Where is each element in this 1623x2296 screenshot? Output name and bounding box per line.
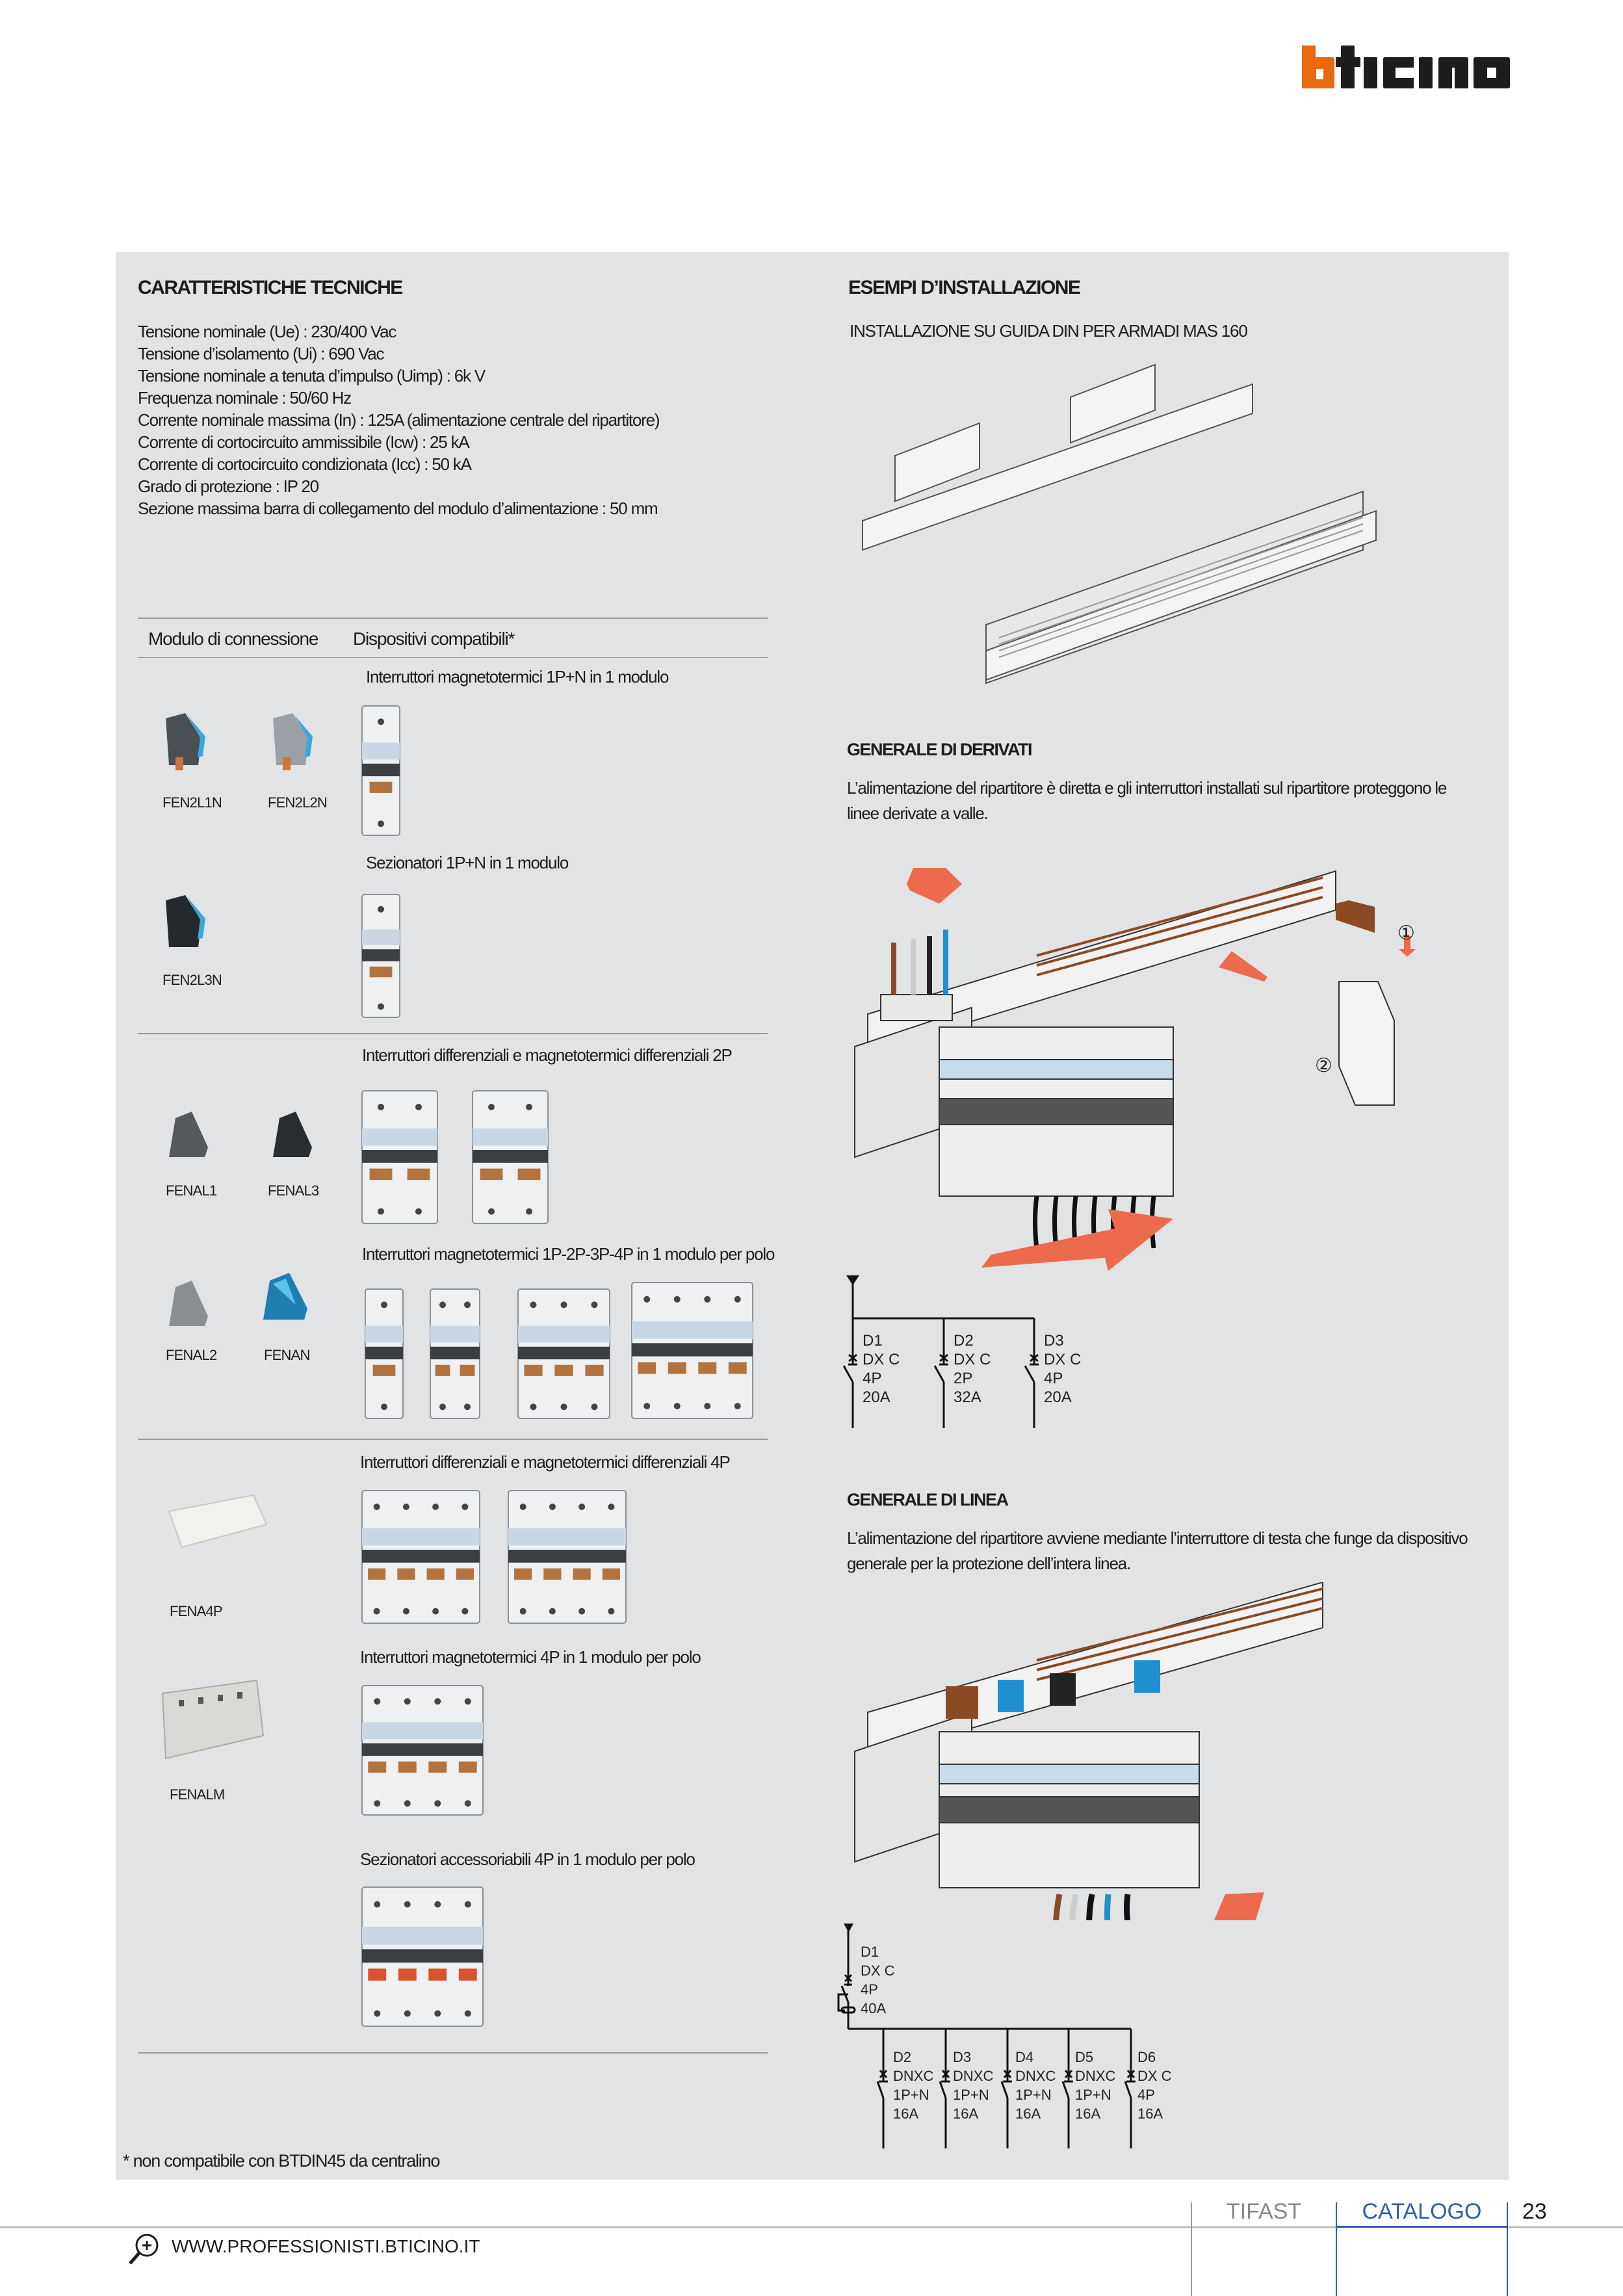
website-link[interactable]: WWW.PROFESSIONISTI.BTICINO.IT bbox=[172, 2236, 480, 2256]
derivati-description: L’alimentazione del ripartitore è dirett… bbox=[847, 778, 1447, 798]
step-2-marker: ② bbox=[1315, 1055, 1332, 1076]
section-label: Sezionatori accessoriabili 4P in 1 modul… bbox=[360, 1849, 695, 1869]
connection-module-image bbox=[161, 1679, 265, 1760]
connection-module-image bbox=[263, 1273, 307, 1320]
table-rule bbox=[138, 1439, 768, 1440]
breaker-image bbox=[361, 894, 400, 1018]
spec-line: Sezione massima barra di collegamento de… bbox=[138, 499, 658, 518]
spec-line: Frequenza nominale : 50/60 Hz bbox=[138, 388, 352, 408]
module-code: FENA4P bbox=[170, 1603, 223, 1619]
breaker-image bbox=[361, 1490, 480, 1624]
magnifier-icon bbox=[129, 2234, 159, 2265]
breaker-image bbox=[472, 1090, 549, 1224]
module-code: FEN2L2N bbox=[268, 794, 328, 811]
column-header-module: Modulo di connessione bbox=[148, 629, 318, 649]
bticino-logo bbox=[1302, 46, 1513, 92]
wiring-diagram-lines bbox=[842, 1275, 1040, 1429]
section-label: Interruttori magnetotermici 1P+N in 1 mo… bbox=[366, 667, 669, 686]
module-code: FENAL3 bbox=[268, 1182, 319, 1199]
installation-examples-title: ESEMPI D’INSTALLAZIONE bbox=[848, 277, 1081, 298]
breaker-image bbox=[631, 1282, 753, 1419]
din-rail-illustration bbox=[862, 363, 1377, 685]
linea-description: L’alimentazione del ripartitore avviene … bbox=[847, 1528, 1468, 1548]
breaker-image bbox=[361, 1685, 484, 1816]
footer-catalog[interactable]: CATALOGO bbox=[1362, 2199, 1482, 2224]
spec-line: Corrente di cortocircuito condizionata (… bbox=[138, 454, 472, 474]
spec-line: Tensione nominale a tenuta d’impulso (Ui… bbox=[138, 366, 486, 385]
module-code: FEN2L3N bbox=[162, 972, 222, 988]
section-label: Interruttori differenziali e magnetoterm… bbox=[362, 1045, 733, 1065]
catalog-underline bbox=[1336, 2226, 1507, 2228]
footer-divider bbox=[1336, 2202, 1337, 2296]
breaker-image bbox=[508, 1490, 627, 1624]
connection-module-image bbox=[273, 713, 313, 770]
spec-line: Corrente di cortocircuito ammissibile (I… bbox=[138, 432, 470, 452]
breaker-image bbox=[517, 1288, 610, 1419]
derivati-title: GENERALE DI DERIVATI bbox=[847, 740, 1033, 759]
table-rule bbox=[138, 2052, 768, 2054]
footer-divider bbox=[1191, 2202, 1192, 2296]
breaker-image bbox=[361, 1886, 484, 2027]
connection-module-image bbox=[166, 895, 205, 947]
spec-line: Tensione nominale (Ue) : 230/400 Vac bbox=[138, 322, 396, 341]
step-1-marker: ① bbox=[1397, 922, 1415, 944]
section-label: Interruttori magnetotermici 4P in 1 modu… bbox=[360, 1647, 701, 1667]
section-label: Sezionatori 1P+N in 1 modulo bbox=[366, 853, 569, 872]
module-code: FEN2L1N bbox=[162, 794, 222, 811]
module-code: FENAL1 bbox=[166, 1182, 217, 1199]
connection-module-image bbox=[168, 1494, 268, 1548]
connection-module-image bbox=[166, 713, 205, 770]
breaker-image bbox=[430, 1288, 480, 1419]
linea-description: generale per la protezione dell’intera l… bbox=[847, 1554, 1131, 1573]
module-code: FENAN bbox=[264, 1347, 310, 1363]
module-code: FENAL2 bbox=[166, 1347, 217, 1363]
breaker-image bbox=[361, 705, 400, 836]
footer-section[interactable]: TIFAST bbox=[1226, 2199, 1302, 2224]
derivati-illustration bbox=[854, 868, 1416, 1271]
section-label: Interruttori differenziali e magnetoterm… bbox=[360, 1452, 731, 1472]
table-rule bbox=[138, 618, 768, 619]
spec-line: Grado di protezione : IP 20 bbox=[138, 476, 319, 496]
derivati-description: linee derivate a valle. bbox=[847, 803, 989, 823]
breaker-image bbox=[361, 1090, 438, 1224]
wiring-diagram-lines bbox=[837, 1924, 1137, 2150]
technical-specs-title: CARATTERISTICHE TECNICHE bbox=[138, 277, 403, 298]
table-rule bbox=[138, 657, 768, 658]
module-code: FENALM bbox=[170, 1786, 225, 1803]
footer-rule bbox=[0, 2226, 1623, 2228]
connection-module-image bbox=[169, 1112, 208, 1157]
linea-title: GENERALE DI LINEA bbox=[847, 1490, 1009, 1509]
connection-module-image bbox=[273, 1112, 312, 1157]
table-rule bbox=[138, 1033, 768, 1034]
spec-line: Corrente nominale massima (In) : 125A (a… bbox=[138, 410, 660, 430]
spec-line: Tensione d’isolamento (Ui) : 690 Vac bbox=[138, 344, 385, 363]
section-label: Interruttori magnetotermici 1P-2P-3P-4P … bbox=[362, 1244, 775, 1264]
breaker-image bbox=[365, 1288, 404, 1419]
installation-subtitle: INSTALLAZIONE SU GUIDA DIN PER ARMADI MA… bbox=[850, 321, 1248, 341]
linea-illustration bbox=[854, 1582, 1323, 1920]
footer-divider bbox=[1507, 2202, 1508, 2296]
footnote: * non compatibile con BTDIN45 da central… bbox=[123, 2151, 440, 2171]
connection-module-image bbox=[169, 1281, 208, 1326]
column-header-devices: Dispositivi compatibili* bbox=[353, 629, 515, 649]
specs-list: Tensione nominale (Ue) : 230/400 Vac Ten… bbox=[138, 320, 660, 519]
page-number: 23 bbox=[1522, 2199, 1547, 2224]
